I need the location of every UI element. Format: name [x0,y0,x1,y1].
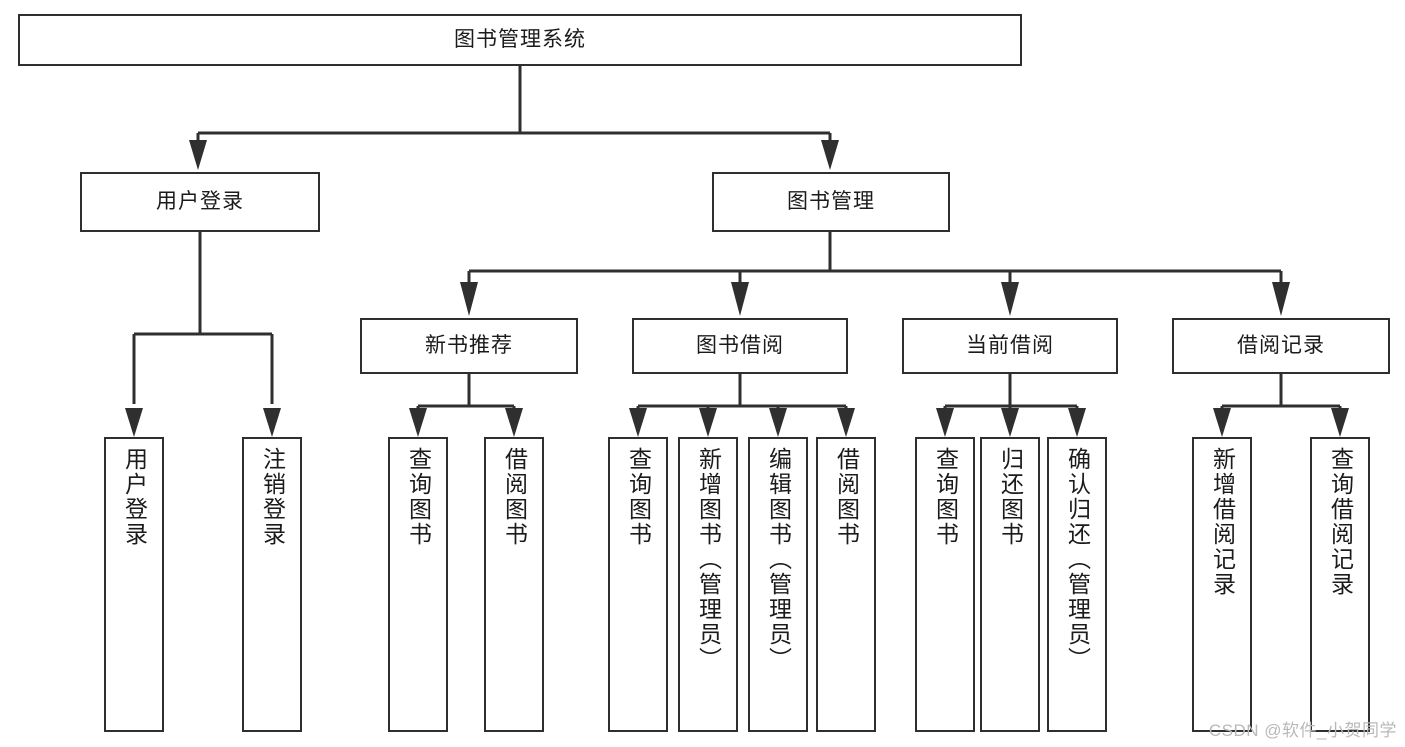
node-label: 新增图书（管理员） [695,447,722,672]
node-label: 图书借阅 [696,333,784,357]
node-user-login[interactable]: 用户登录 [80,172,320,232]
node-label: 图书管理系统 [454,27,586,51]
node-label: 新书推荐 [425,333,513,357]
leaf-new-book-query[interactable]: 查询图书 [388,437,448,732]
node-label: 查询借阅记录 [1327,447,1354,597]
node-book-borrow[interactable]: 图书借阅 [632,318,848,374]
node-new-book-recommend[interactable]: 新书推荐 [360,318,578,374]
node-label: 借阅记录 [1237,333,1325,357]
node-label: 用户登录 [156,189,244,213]
node-label: 用户登录 [121,447,148,547]
node-label: 查询图书 [932,447,959,547]
leaf-current-borrow-query[interactable]: 查询图书 [915,437,975,732]
node-root-system[interactable]: 图书管理系统 [18,14,1022,66]
node-label: 查询图书 [405,447,432,547]
node-label: 归还图书 [997,447,1024,547]
node-current-borrow[interactable]: 当前借阅 [902,318,1118,374]
node-label: 当前借阅 [966,333,1054,357]
node-label: 图书管理 [787,189,875,213]
leaf-new-book-borrow[interactable]: 借阅图书 [484,437,544,732]
leaf-current-borrow-return[interactable]: 归还图书 [980,437,1040,732]
leaf-book-borrow-borrow[interactable]: 借阅图书 [816,437,876,732]
watermark: CSDN @软件_小贺同学 [1208,721,1397,740]
node-label: 编辑图书（管理员） [765,447,792,672]
node-label: 借阅图书 [501,447,528,547]
node-borrow-record[interactable]: 借阅记录 [1172,318,1390,374]
leaf-book-borrow-edit[interactable]: 编辑图书（管理员） [748,437,808,732]
node-label: 注销登录 [259,447,286,547]
leaf-current-borrow-confirm-return[interactable]: 确认归还（管理员） [1047,437,1107,732]
node-label: 新增借阅记录 [1209,447,1236,597]
node-label: 确认归还（管理员） [1064,447,1091,672]
leaf-borrow-record-add[interactable]: 新增借阅记录 [1192,437,1252,732]
leaf-book-borrow-add[interactable]: 新增图书（管理员） [678,437,738,732]
leaf-book-borrow-query[interactable]: 查询图书 [608,437,668,732]
leaf-user-login-logout[interactable]: 注销登录 [242,437,302,732]
leaf-borrow-record-query[interactable]: 查询借阅记录 [1310,437,1370,732]
leaf-user-login-login[interactable]: 用户登录 [104,437,164,732]
node-book-management[interactable]: 图书管理 [712,172,950,232]
node-label: 查询图书 [625,447,652,547]
node-label: 借阅图书 [833,447,860,547]
